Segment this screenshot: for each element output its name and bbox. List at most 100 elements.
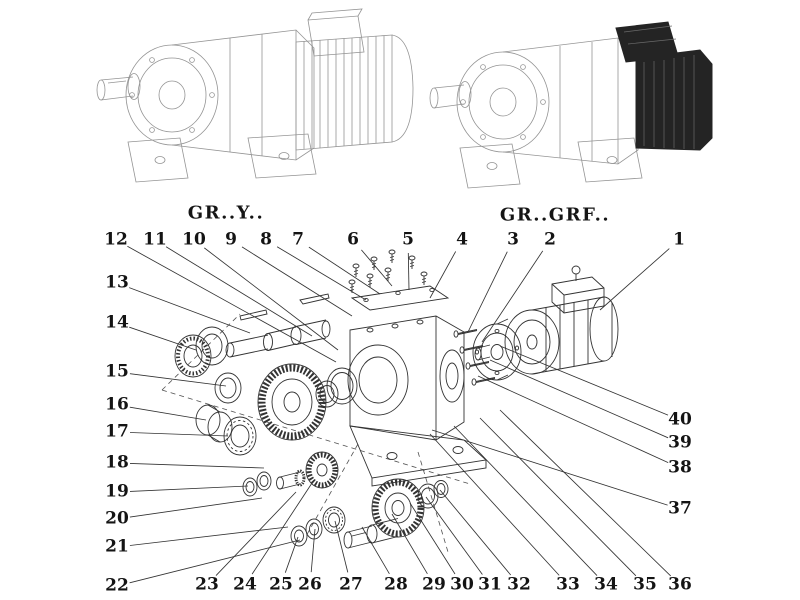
callout-28: 28 xyxy=(384,574,408,595)
leader-line-16 xyxy=(129,406,207,421)
callout-39: 39 xyxy=(668,432,692,453)
leader-line-37 xyxy=(431,429,668,506)
callout-32: 32 xyxy=(507,574,531,595)
electric-motor xyxy=(504,265,619,375)
callout-31: 31 xyxy=(478,574,502,595)
leader-line-27 xyxy=(334,520,349,573)
leader-line-20 xyxy=(129,497,263,518)
leader-line-12 xyxy=(127,245,337,363)
callout-33: 33 xyxy=(556,574,580,595)
leader-line-25 xyxy=(284,536,299,573)
callout-37: 37 xyxy=(668,498,692,519)
exploded-view xyxy=(161,249,619,553)
callout-36: 36 xyxy=(668,574,692,595)
callout-15: 15 xyxy=(105,361,129,382)
callout-2: 2 xyxy=(544,229,556,250)
leader-line-33 xyxy=(429,433,560,576)
leader-line-36 xyxy=(499,409,671,577)
callout-19: 19 xyxy=(105,481,129,502)
callout-29: 29 xyxy=(422,574,446,595)
gear-side-bearing-rings xyxy=(315,367,358,408)
callout-18: 18 xyxy=(105,452,129,473)
callout-20: 20 xyxy=(105,508,129,529)
callout-1: 1 xyxy=(673,229,685,250)
model-label-gr-grf: GR..GRF.. xyxy=(499,204,611,226)
callout-3: 3 xyxy=(507,229,519,250)
leader-line-6 xyxy=(361,249,393,287)
callout-27: 27 xyxy=(339,574,363,595)
leader-line-1 xyxy=(599,248,670,311)
leader-line-21 xyxy=(129,526,289,546)
callout-4: 4 xyxy=(456,229,468,250)
leader-line-18 xyxy=(129,462,265,469)
adapter-flange xyxy=(472,318,522,381)
leader-line-34 xyxy=(453,425,598,576)
callout-leader-lines xyxy=(127,245,671,584)
callout-17: 17 xyxy=(105,421,129,442)
leader-line-3 xyxy=(467,251,508,333)
assembled-unit-gr-y xyxy=(96,8,414,183)
leader-line-30 xyxy=(409,502,456,575)
callout-10: 10 xyxy=(182,229,206,250)
grf-dark-end-block xyxy=(615,21,713,151)
leader-line-22 xyxy=(129,539,301,584)
callout-34: 34 xyxy=(594,574,618,595)
output-shaft-right-drawing xyxy=(429,81,472,109)
input-seal-rings xyxy=(174,326,242,404)
leader-line-17 xyxy=(129,432,229,437)
leader-line-13 xyxy=(129,287,251,334)
callout-22: 22 xyxy=(105,575,129,596)
callout-6: 6 xyxy=(347,229,359,250)
leader-line-14 xyxy=(129,326,197,351)
callout-8: 8 xyxy=(260,229,272,250)
leader-line-10 xyxy=(204,247,339,351)
callout-40: 40 xyxy=(668,409,692,430)
leader-line-38 xyxy=(477,375,669,463)
callout-5: 5 xyxy=(402,229,414,250)
input-shaft-assembly xyxy=(225,293,331,358)
output-shaft-left-drawing xyxy=(96,73,141,101)
assembled-unit-gr-grf xyxy=(429,37,643,189)
output-shaft-assembly xyxy=(290,478,449,549)
leader-line-9 xyxy=(241,246,353,317)
callout-38: 38 xyxy=(668,457,692,478)
leader-line-40 xyxy=(499,345,669,416)
intermediate-pinion-cluster xyxy=(242,451,339,497)
callout-35: 35 xyxy=(633,574,657,595)
leader-line-7 xyxy=(308,246,381,295)
leader-line-26 xyxy=(310,528,316,573)
callout-16: 16 xyxy=(105,394,129,415)
callout-14: 14 xyxy=(105,312,129,333)
callout-23: 23 xyxy=(195,574,219,595)
leader-line-39 xyxy=(489,359,669,439)
cover-screws xyxy=(348,249,428,294)
callout-9: 9 xyxy=(225,229,237,250)
leader-line-2 xyxy=(481,250,544,343)
leader-line-19 xyxy=(129,485,249,492)
leader-line-23 xyxy=(215,491,297,576)
gear-housing xyxy=(347,315,487,487)
leader-line-31 xyxy=(425,496,483,575)
callout-11: 11 xyxy=(143,229,167,250)
callout-30: 30 xyxy=(450,574,474,595)
leader-line-32 xyxy=(439,489,512,576)
spacer-and-bearing xyxy=(195,404,257,456)
leader-line-35 xyxy=(479,417,637,577)
model-label-gr-y: GR..Y.. xyxy=(187,202,265,224)
large-gear xyxy=(257,363,327,441)
leader-line-24 xyxy=(251,479,315,575)
callout-24: 24 xyxy=(233,574,257,595)
callout-13: 13 xyxy=(105,272,129,293)
callout-25: 25 xyxy=(269,574,293,595)
callout-7: 7 xyxy=(292,229,304,250)
leader-line-4 xyxy=(429,251,457,299)
leader-line-8 xyxy=(276,246,367,301)
leader-line-29 xyxy=(391,513,428,575)
callout-12: 12 xyxy=(104,229,128,250)
leader-line-5 xyxy=(407,252,410,291)
callout-26: 26 xyxy=(298,574,322,595)
callout-21: 21 xyxy=(105,536,129,557)
leader-line-11 xyxy=(165,246,313,337)
